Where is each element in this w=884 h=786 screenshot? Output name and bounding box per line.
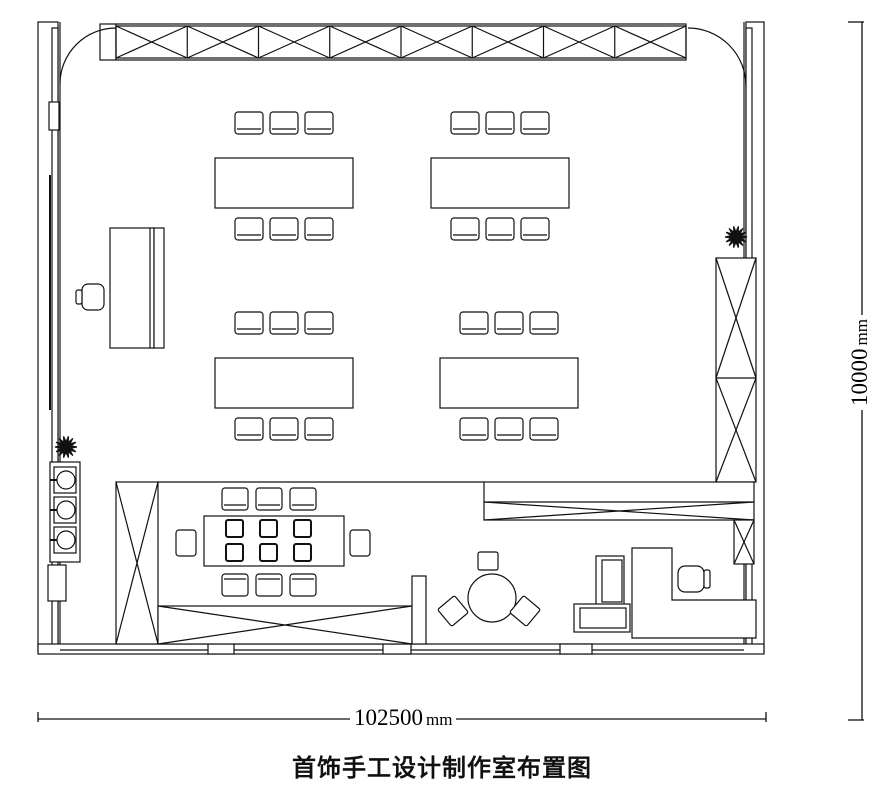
chair [269,111,299,135]
left-wall-details [47,101,67,602]
teacher-chair [75,283,105,311]
chair [255,573,283,597]
round-table-group [437,551,541,627]
work-table [439,311,579,441]
chair [529,311,559,335]
chair [304,417,334,441]
sink-basin [50,496,77,524]
chair [289,487,317,511]
chair [234,217,264,241]
chair [459,311,489,335]
work-table [214,311,354,441]
chair [450,111,480,135]
work-table [214,111,354,241]
chair [175,529,197,557]
chair [234,417,264,441]
drawing-caption: 首饰手工设计制作室布置图 [292,754,592,782]
chair [520,111,550,135]
chair [529,417,559,441]
sink-basin [50,526,77,554]
plant-left [54,436,78,458]
sofa [573,555,631,633]
partition-cabinet-left [115,481,159,645]
chair [494,417,524,441]
top-display-shelf [115,23,687,61]
chair [304,217,334,241]
chair [255,487,283,511]
work-table [430,111,570,241]
chair [304,311,334,335]
chair [269,217,299,241]
chair [520,217,550,241]
plant-right [724,226,748,248]
chair [450,217,480,241]
chair [269,417,299,441]
chair [234,111,264,135]
chair [221,487,249,511]
office-desk [631,547,757,639]
sink-unit [49,461,81,563]
teacher-desk [75,227,165,349]
chair [234,311,264,335]
chair [289,573,317,597]
meeting-table-group [175,487,371,597]
chair [494,311,524,335]
chair [221,573,249,597]
work-tables [214,111,579,441]
office-chair [677,565,711,593]
bottom-long-counter [157,575,427,645]
chair [459,417,489,441]
sink-basin [50,466,77,494]
chair [269,311,299,335]
chair [485,217,515,241]
chair [304,111,334,135]
chair [485,111,515,135]
door-left [59,23,117,85]
right-long-counter [483,481,755,565]
door-right [687,27,747,87]
chair [349,529,371,557]
bottom-openings [207,643,593,655]
dimension-label-height: 10000mm [847,315,872,410]
right-storage-cabinet [715,257,757,483]
